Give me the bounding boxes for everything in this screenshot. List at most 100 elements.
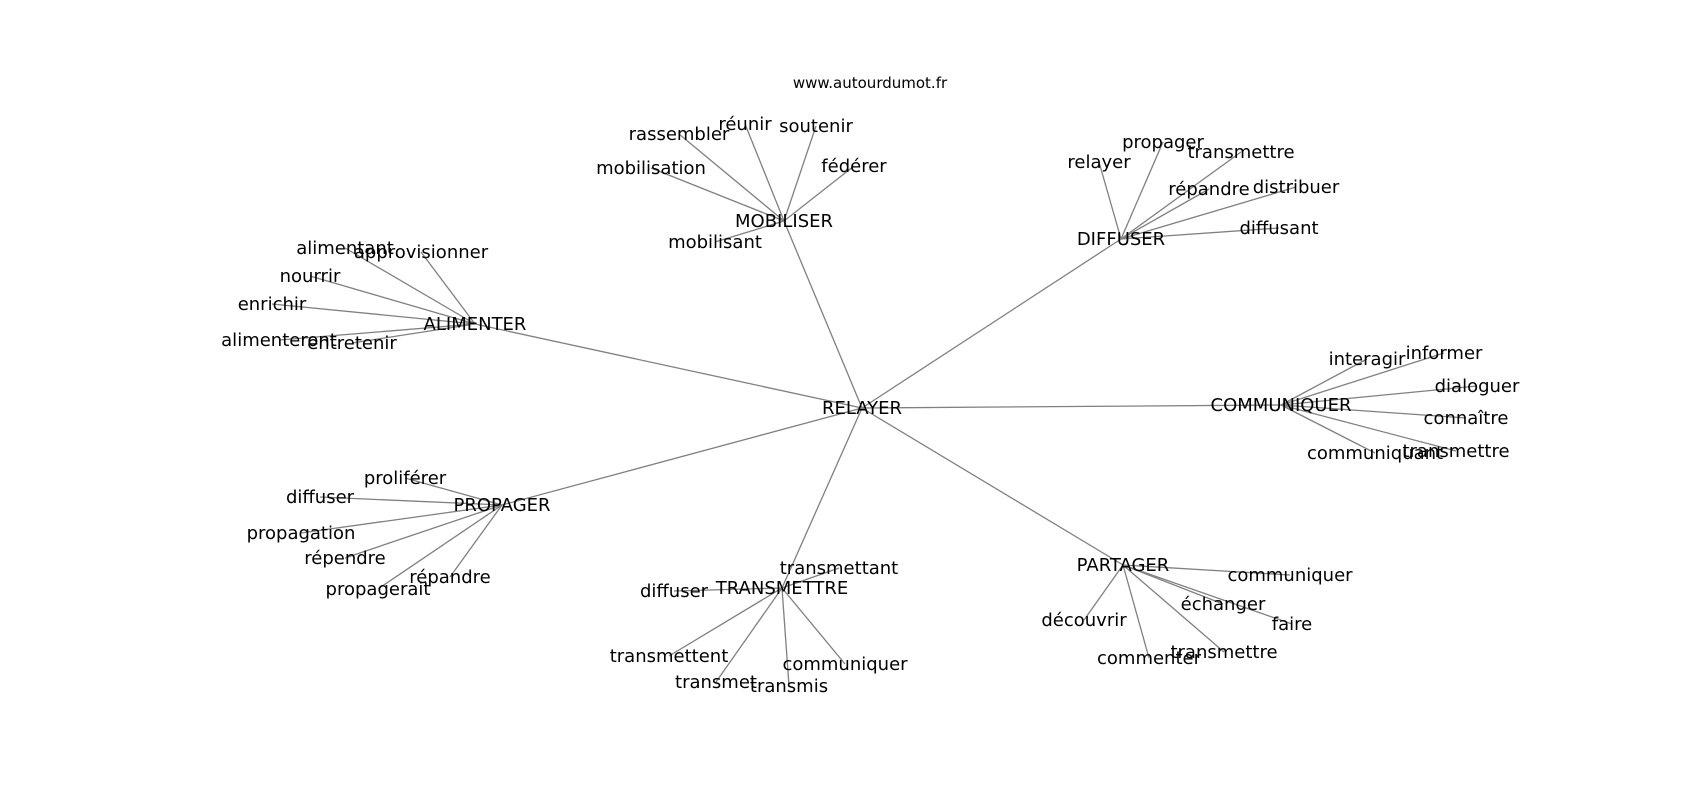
edge-transmettre-leaf-1 <box>673 587 783 592</box>
edge-alimenter-leaf-3 <box>271 303 476 325</box>
edge-alimenter-leaf-2 <box>309 275 476 325</box>
leaf-node-label: mobilisation <box>596 158 706 179</box>
edge-center-partager <box>861 407 1124 566</box>
leaf-node-label: commenter <box>1097 648 1202 669</box>
hub-node-label: PARTAGER <box>1077 555 1170 576</box>
hub-node-label: PROPAGER <box>453 495 550 516</box>
edge-diffuser-leaf-3 <box>1120 188 1210 240</box>
edge-partager-leaf-5 <box>1122 564 1225 653</box>
edge-transmettre-leaf-0 <box>781 567 840 589</box>
hub-node-label: TRANSMETTRE <box>715 578 848 599</box>
edge-diffuser-leaf-1 <box>1120 141 1164 240</box>
leaf-node-label: répendre <box>304 548 386 569</box>
leaf-node-label: propagerait <box>326 579 431 600</box>
leaf-node-label: relayer <box>1067 152 1131 173</box>
leaf-node-label: propagation <box>247 523 356 544</box>
edge-propager-leaf-4 <box>449 504 503 578</box>
leaf-node-label: connaître <box>1424 408 1509 429</box>
edge-communiquer-leaf-0 <box>1280 358 1368 406</box>
leaf-node-label: réunir <box>718 114 772 135</box>
edge-communiquer-leaf-3 <box>1280 404 1467 419</box>
edge-partager-leaf-3 <box>1083 564 1124 621</box>
edge-communiquer-leaf-5 <box>1280 404 1457 452</box>
leaf-node-label: faire <box>1272 614 1312 635</box>
edge-partager-leaf-2 <box>1122 564 1293 625</box>
edge-propager-leaf-1 <box>319 496 503 506</box>
edge-center-diffuser <box>861 238 1122 409</box>
edge-alimenter-leaf-4 <box>278 323 476 341</box>
edge-center-communiquer <box>861 404 1282 409</box>
edge-mobiliser-leaf-2 <box>783 125 817 222</box>
edge-alimenter-leaf-0 <box>344 247 476 325</box>
leaf-node-label: diffuser <box>286 487 355 508</box>
leaf-node-label: soutenir <box>779 116 853 137</box>
edge-center-transmettre <box>781 407 863 589</box>
leaf-node-label: approvisionner <box>354 242 489 263</box>
leaf-node-label: proliférer <box>364 468 447 489</box>
leaf-node-label: nourrir <box>280 266 341 287</box>
center-node-label: RELAYER <box>822 398 902 419</box>
leaf-node-label: répandre <box>1168 179 1249 200</box>
leaf-node-label: fédérer <box>821 156 887 177</box>
edge-center-mobiliser <box>783 220 863 409</box>
edge-transmettre-leaf-4 <box>781 587 790 687</box>
edge-center-alimenter <box>474 323 863 409</box>
leaf-node-label: interagir <box>1329 349 1406 370</box>
leaf-node-label: enrichir <box>238 294 307 315</box>
edge-propager-leaf-2 <box>300 504 503 534</box>
edge-diffuser-leaf-4 <box>1120 186 1297 240</box>
edge-mobiliser-leaf-5 <box>714 220 785 243</box>
edge-alimenter-leaf-1 <box>420 251 476 325</box>
leaf-node-label: transmettent <box>610 646 729 667</box>
edge-mobiliser-leaf-0 <box>678 133 785 222</box>
edge-diffuser-leaf-0 <box>1098 161 1122 240</box>
edge-diffuser-leaf-2 <box>1120 151 1242 240</box>
leaf-node-label: mobilisant <box>668 232 762 253</box>
edge-transmettre-leaf-2 <box>668 587 783 657</box>
leaf-node-label: diffusant <box>1239 218 1318 239</box>
hub-node-label: COMMUNIQUER <box>1211 395 1352 416</box>
edge-partager-leaf-4 <box>1122 564 1150 659</box>
edge-propager-leaf-3 <box>344 504 503 559</box>
leaf-node-label: transmettre <box>1402 441 1509 462</box>
leaf-node-label: transmis <box>750 676 828 697</box>
leaf-node-label: informer <box>1406 343 1483 364</box>
edge-mobiliser-leaf-4 <box>650 167 785 222</box>
leaf-node-label: alimenteront <box>221 330 337 351</box>
edge-communiquer-leaf-4 <box>1280 404 1376 454</box>
leaf-node-label: échanger <box>1181 594 1266 615</box>
edge-propager-leaf-5 <box>377 504 503 590</box>
edge-communiquer-leaf-1 <box>1280 352 1445 406</box>
leaf-node-label: transmet <box>675 672 757 693</box>
edge-partager-leaf-0 <box>1122 564 1291 576</box>
leaf-node-label: rassembler <box>629 124 730 145</box>
leaf-node-label: transmettre <box>1170 642 1277 663</box>
leaf-node-label: dialoguer <box>1435 376 1520 397</box>
leaf-node-label: communiquer <box>1227 565 1353 586</box>
hub-node-label: DIFFUSER <box>1077 229 1165 250</box>
leaf-node-label: transmettant <box>780 558 899 579</box>
leaf-node-label: communiquant <box>1307 443 1443 464</box>
graph-edges <box>271 123 1478 687</box>
edge-communiquer-leaf-2 <box>1280 385 1478 406</box>
hub-node-label: ALIMENTER <box>424 314 527 335</box>
leaf-node-label: alimentant <box>296 238 394 259</box>
leaf-node-label: diffuser <box>640 581 709 602</box>
edge-propager-leaf-0 <box>404 477 503 506</box>
edge-diffuser-leaf-5 <box>1120 227 1280 240</box>
leaf-node-label: entretenir <box>307 333 397 354</box>
leaf-node-label: découvrir <box>1041 610 1127 631</box>
edge-mobiliser-leaf-1 <box>744 123 785 222</box>
leaf-node-label: communiquer <box>782 654 908 675</box>
edge-mobiliser-leaf-3 <box>783 165 855 222</box>
site-url-label: www.autourdumot.fr <box>793 74 948 92</box>
leaf-node-label: transmettre <box>1187 142 1294 163</box>
hub-node-label: MOBILISER <box>735 211 833 232</box>
edge-transmettre-leaf-3 <box>715 587 783 683</box>
leaf-node-label: propager <box>1122 132 1204 153</box>
edge-center-propager <box>501 407 863 506</box>
leaf-node-label: répandre <box>409 567 490 588</box>
edge-alimenter-leaf-5 <box>351 323 476 344</box>
